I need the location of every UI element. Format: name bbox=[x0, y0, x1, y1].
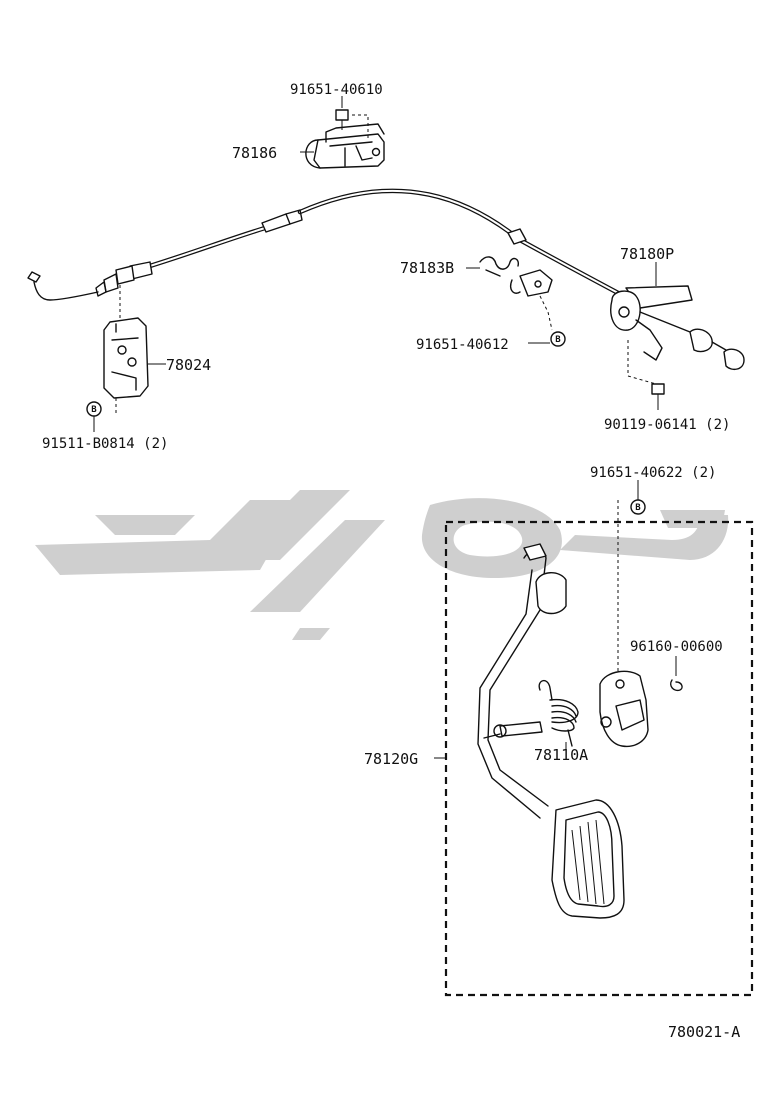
label-78024: 78024 bbox=[166, 356, 211, 374]
clip-96160-00600 bbox=[670, 679, 683, 692]
cable-end-78180p bbox=[610, 285, 745, 385]
label-91651-40612: 91651-40612 bbox=[416, 337, 509, 353]
marker-b-clip: B bbox=[550, 331, 566, 347]
label-90119-06141: 90119-06141 (2) bbox=[604, 417, 730, 433]
label-91511-b0814: 91511-B0814 (2) bbox=[42, 436, 168, 452]
label-91651-40622: 91651-40622 (2) bbox=[590, 465, 716, 481]
pedal-assy-frame bbox=[444, 520, 754, 997]
accelerator-cable bbox=[27, 188, 623, 322]
svg-text:B: B bbox=[91, 405, 97, 415]
pedal-bracket-plate bbox=[599, 670, 649, 748]
label-78183b: 78183B bbox=[400, 259, 454, 277]
label-96160-00600: 96160-00600 bbox=[630, 639, 723, 655]
figure-id: 780021-A bbox=[668, 1023, 740, 1041]
bracket-78024 bbox=[103, 317, 149, 416]
bolt-90119-06141 bbox=[651, 383, 665, 410]
marker-b-pedal: B bbox=[630, 499, 646, 515]
svg-text:B: B bbox=[555, 335, 561, 345]
return-spring-78110a bbox=[538, 680, 579, 747]
clip-78183b bbox=[479, 256, 553, 331]
accelerator-pedal-arm bbox=[477, 543, 625, 919]
label-78110a: 78110A bbox=[534, 746, 588, 764]
label-91651-40610: 91651-40610 bbox=[290, 82, 383, 98]
marker-b-left: B bbox=[86, 401, 102, 417]
watermark-logo bbox=[35, 490, 729, 640]
label-78186: 78186 bbox=[232, 144, 277, 162]
pivot-pin bbox=[483, 721, 543, 739]
bolt-91651-40610 bbox=[335, 109, 369, 140]
label-78180p: 78180P bbox=[620, 245, 674, 263]
svg-text:B: B bbox=[635, 503, 641, 513]
label-78120g: 78120G bbox=[364, 750, 418, 768]
bracket-78186 bbox=[305, 123, 385, 169]
